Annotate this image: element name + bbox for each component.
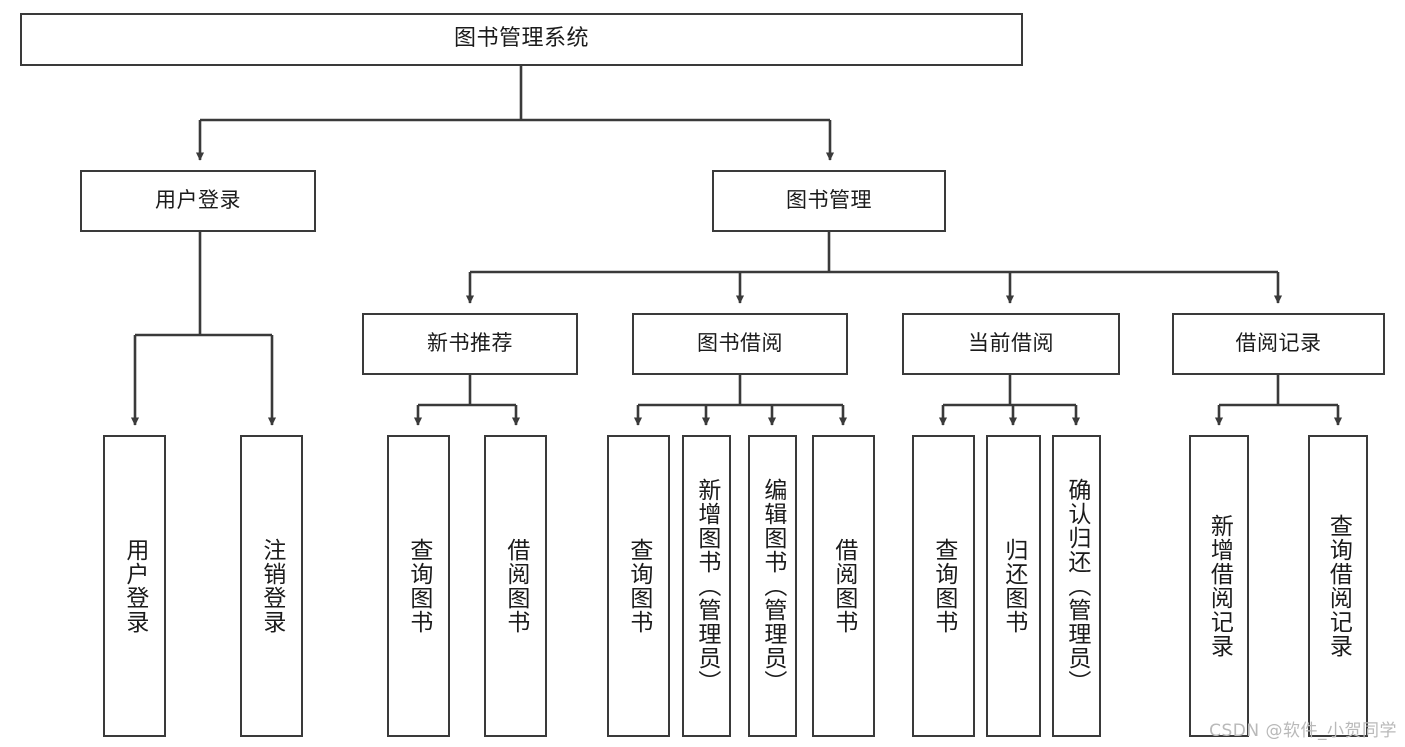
node-label: 归还图书 [1000,538,1027,634]
node-label: 新增图书（管理员） [693,478,720,694]
node-book-borrow[interactable]: 图书借阅 [632,313,848,375]
leaf-return-book[interactable]: 归还图书 [986,435,1041,737]
leaf-query-borrow-record[interactable]: 查询借阅记录 [1308,435,1368,737]
leaf-add-book-admin[interactable]: 新增图书（管理员） [682,435,731,737]
node-label: 编辑图书（管理员） [759,478,786,694]
node-label: 新书推荐 [427,331,513,356]
node-borrow-record[interactable]: 借阅记录 [1172,313,1385,375]
leaf-edit-book-admin[interactable]: 编辑图书（管理员） [748,435,797,737]
node-label: 查询图书 [625,538,652,634]
leaf-query-book-current[interactable]: 查询图书 [912,435,975,737]
node-label: 新增借阅记录 [1206,514,1233,658]
node-label: 查询图书 [405,538,432,634]
node-label: 当前借阅 [968,331,1054,356]
node-root-system[interactable]: 图书管理系统 [20,13,1023,66]
node-book-management[interactable]: 图书管理 [712,170,946,232]
node-label: 借阅记录 [1235,331,1322,356]
watermark: CSDN @软件_小贺同学 [1209,721,1397,741]
node-label: 确认归还（管理员） [1063,478,1090,694]
node-label: 查询图书 [930,538,957,634]
node-label: 用户登录 [121,538,148,634]
leaf-query-book-borrow[interactable]: 查询图书 [607,435,670,737]
node-user-login[interactable]: 用户登录 [80,170,316,232]
node-label: 注销登录 [258,538,285,634]
leaf-user-login[interactable]: 用户登录 [103,435,166,737]
node-label: 图书管理 [786,188,872,213]
node-current-borrow[interactable]: 当前借阅 [902,313,1120,375]
node-label: 图书借阅 [697,331,783,356]
node-label: 借阅图书 [502,538,529,634]
leaf-borrow-book-recommend[interactable]: 借阅图书 [484,435,547,737]
node-label: 查询借阅记录 [1325,514,1352,658]
leaf-user-logout[interactable]: 注销登录 [240,435,303,737]
leaf-confirm-return-admin[interactable]: 确认归还（管理员） [1052,435,1101,737]
leaf-borrow-book[interactable]: 借阅图书 [812,435,875,737]
node-label: 用户登录 [155,188,241,213]
node-new-book-recommend[interactable]: 新书推荐 [362,313,578,375]
node-label: 借阅图书 [830,538,857,634]
node-label: 图书管理系统 [453,26,589,52]
leaf-add-borrow-record[interactable]: 新增借阅记录 [1189,435,1249,737]
leaf-query-book-recommend[interactable]: 查询图书 [387,435,450,737]
